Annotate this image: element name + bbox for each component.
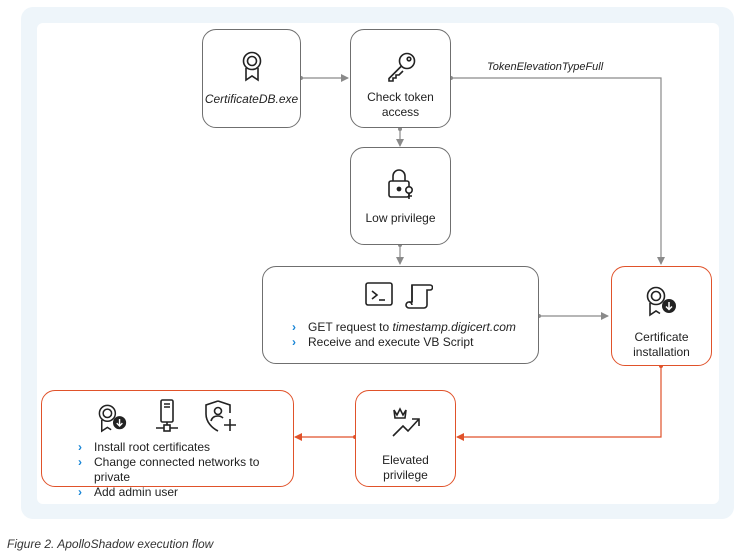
script-scroll-icon: [405, 281, 433, 309]
edge-label-token-full: TokenElevationTypeFull: [487, 61, 604, 73]
bullet-add-admin: ›Add admin user: [78, 485, 179, 499]
node-check-token: Check token access: [350, 29, 451, 128]
certificate-ribbon-icon: [240, 50, 264, 82]
chevron-right-icon: ›: [292, 320, 296, 334]
terminal-window-icon: [365, 281, 393, 309]
node-cert-install-label-2: installation: [633, 345, 690, 359]
node-elevated-label-1: Elevated: [382, 453, 429, 467]
node-elevated-privilege: Elevated privilege: [355, 390, 456, 487]
node-cert-install-label-1: Certificate: [634, 330, 689, 344]
key-icon: [385, 52, 417, 82]
node-certificatedb: CertificateDB.exe: [202, 29, 301, 128]
bullet-change-networks: ›Change connected networks to private: [78, 455, 260, 484]
actions-bullets: ›Install root certificates ›Change conne…: [76, 440, 293, 500]
chevron-right-icon: ›: [78, 485, 82, 499]
get-request-bullets: ›GET request to timestamp.digicert.com ›…: [290, 320, 516, 350]
certificate-download-icon: [96, 403, 130, 433]
node-get-request: ›GET request to timestamp.digicert.com ›…: [262, 266, 539, 364]
node-low-privilege: Low privilege: [350, 147, 451, 245]
node-low-privilege-label: Low privilege: [365, 211, 436, 225]
edge-cert-to-elevated: [456, 366, 662, 441]
crown-trend-icon: [390, 407, 422, 439]
edge-check-to-cert: [451, 77, 665, 265]
node-actions: ›Install root certificates ›Change conne…: [41, 390, 294, 499]
bullet-receive-vbscript: ›Receive and execute VB Script: [292, 335, 474, 349]
figure-caption: Figure 2. ApolloShadow execution flow: [7, 537, 214, 551]
node-check-token-label-2: access: [381, 105, 420, 119]
bullet-get-request: ›GET request to timestamp.digicert.com: [292, 320, 516, 334]
shield-user-add-icon: [204, 399, 238, 433]
chevron-right-icon: ›: [78, 440, 82, 454]
node-check-token-label-1: Check token: [367, 90, 434, 104]
padlock-key-icon: [386, 168, 416, 200]
chevron-right-icon: ›: [78, 455, 82, 469]
bullet-install-root-certs: ›Install root certificates: [78, 440, 211, 454]
chevron-right-icon: ›: [292, 335, 296, 349]
certificate-download-icon: [644, 285, 680, 317]
node-certificatedb-label: CertificateDB.exe: [204, 92, 299, 106]
network-device-icon: [154, 399, 180, 433]
node-elevated-label-2: privilege: [383, 468, 428, 482]
node-certificate-installation: Certificate installation: [611, 266, 712, 366]
